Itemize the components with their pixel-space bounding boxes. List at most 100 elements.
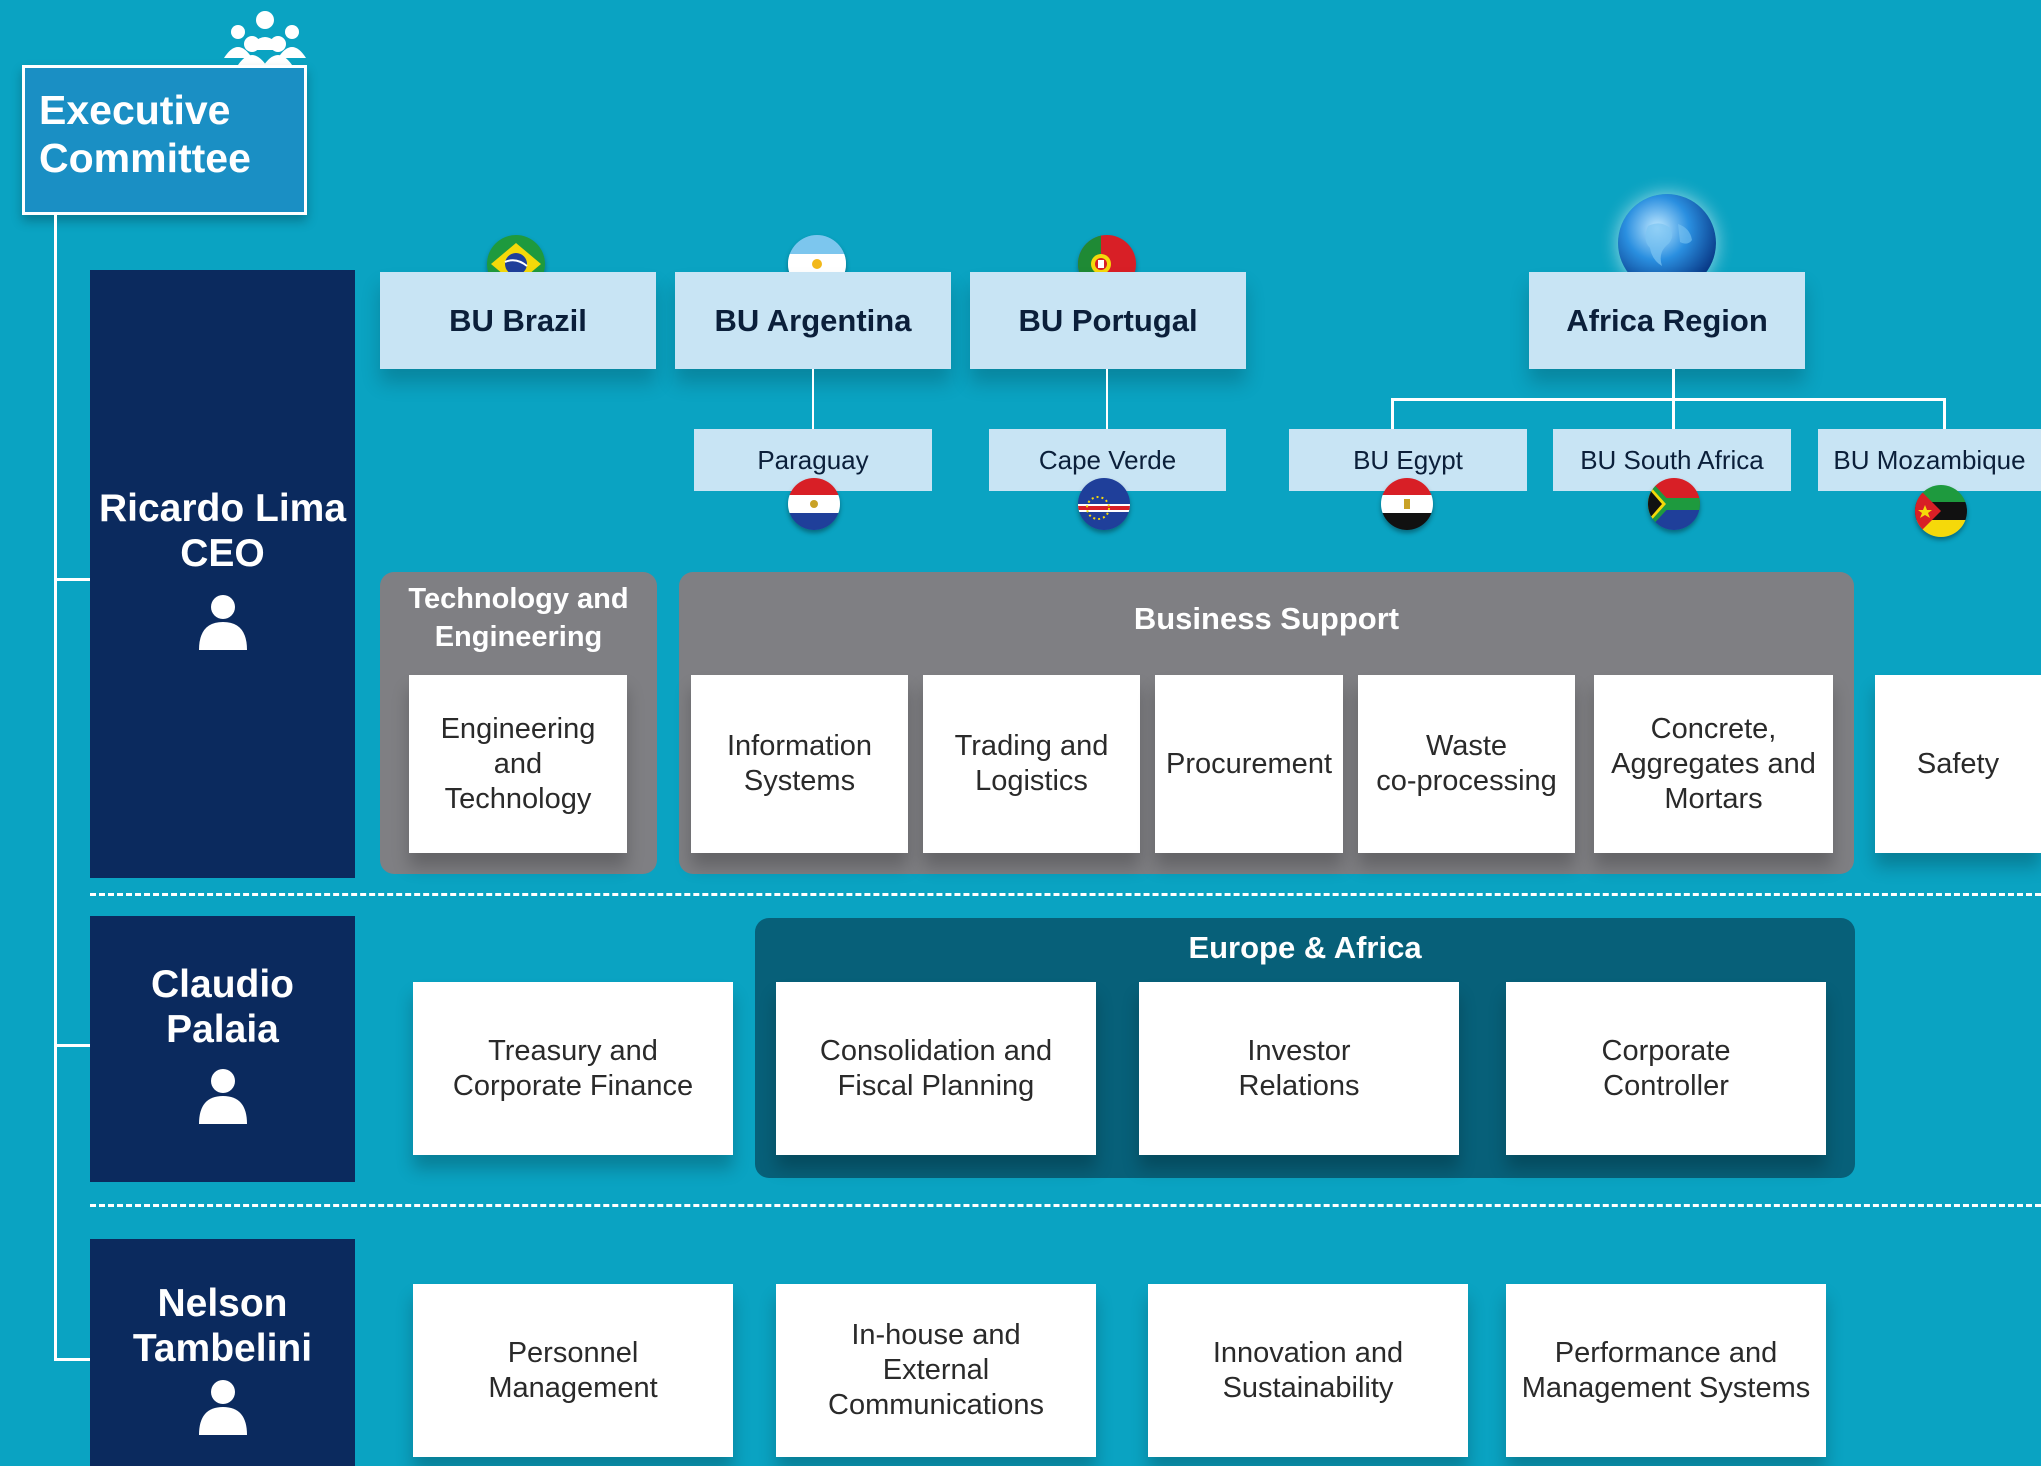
connector-line <box>812 369 814 429</box>
person-column-tambelini: Nelson Tambelini <box>90 1239 355 1466</box>
card-personnel-management: Personnel Management <box>413 1284 733 1457</box>
card-text-line: Procurement <box>1165 747 1332 780</box>
africa-region-box: Africa Region <box>1529 272 1805 369</box>
africa-region-label: Africa Region <box>1566 302 1768 338</box>
bu-portugal-box: BU Portugal <box>970 272 1246 369</box>
sub-egypt-label: BU Egypt <box>1353 444 1463 475</box>
card-text-line: Investor <box>1247 1034 1351 1067</box>
connector-line <box>1391 398 1394 430</box>
person-column-palaia: Claudio Palaia <box>90 916 355 1182</box>
connector-line <box>1106 369 1108 429</box>
executive-title-line2: Committee <box>39 135 251 181</box>
person-role: CEO <box>180 532 265 575</box>
card-text-line: Fiscal Planning <box>837 1069 1035 1102</box>
connector-line <box>1391 398 1946 401</box>
bu-brazil-label: BU Brazil <box>449 302 587 338</box>
card-text-line: Trading and <box>954 730 1109 762</box>
card-performance-systems: Performance and Management Systems <box>1506 1284 1826 1457</box>
card-text-line: Safety <box>1916 747 2000 780</box>
card-investor-relations: Investor Relations <box>1139 982 1459 1155</box>
person-icon <box>198 594 247 660</box>
card-text-line: Controller <box>1603 1069 1729 1102</box>
south-africa-flag-icon <box>1648 478 1700 530</box>
sub-south-africa-label: BU South Africa <box>1580 444 1764 475</box>
executive-title-line1: Executive <box>39 87 231 133</box>
person-icon <box>198 1068 247 1134</box>
card-text-line: Information <box>726 730 873 762</box>
egypt-flag-icon <box>1381 478 1433 530</box>
exec-branch-palaia <box>54 1044 92 1047</box>
business-support-title: Business Support <box>1133 601 1400 636</box>
card-innovation-sustainability: Innovation and Sustainability <box>1148 1284 1468 1457</box>
paraguay-flag-icon <box>788 478 840 530</box>
card-treasury-finance: Treasury and Corporate Finance <box>413 982 733 1155</box>
person-name: Ricardo Lima <box>98 487 347 530</box>
bu-brazil-box: BU Brazil <box>380 272 656 369</box>
card-corporate-controller: Corporate Controller <box>1506 982 1826 1155</box>
card-text-line: Aggregates and <box>1611 747 1816 780</box>
card-consolidation-planning: Consolidation and Fiscal Planning <box>776 982 1096 1155</box>
card-text-line: Management Systems <box>1521 1371 1811 1404</box>
card-trading-logistics: Trading and Logistics <box>923 675 1140 853</box>
bu-argentina-label: BU Argentina <box>714 302 912 338</box>
card-text-line: In-house and <box>851 1319 1021 1351</box>
card-text-line: Treasury and <box>488 1034 658 1067</box>
connector-line <box>1672 398 1675 430</box>
sub-mozambique-box: BU Mozambique <box>1818 429 2041 491</box>
sub-mozambique-label: BU Mozambique <box>1833 444 2026 475</box>
card-text-line: Logistics <box>975 765 1088 797</box>
sub-paraguay-label: Paraguay <box>757 444 869 475</box>
card-text-line: Systems <box>743 765 856 797</box>
card-text-line: Mortars <box>1664 782 1763 815</box>
connector-line <box>1672 369 1675 399</box>
person-name-line2: Palaia <box>166 1008 279 1051</box>
card-text-line: Relations <box>1238 1069 1360 1102</box>
bu-argentina-box: BU Argentina <box>675 272 951 369</box>
card-text-line: Engineering <box>440 712 596 745</box>
card-text-line: External <box>882 1354 990 1386</box>
card-engineering-technology: Engineering and Technology <box>409 675 627 853</box>
card-text-line: Consolidation and <box>819 1034 1053 1067</box>
card-text-line: co-processing <box>1376 765 1557 797</box>
person-name: Nelson <box>157 1282 288 1325</box>
card-information-systems: Information Systems <box>691 675 908 853</box>
person-name-line2: Tambelini <box>132 1327 313 1370</box>
card-text-line: Innovation and <box>1212 1336 1404 1369</box>
card-text-line: Performance and <box>1554 1336 1778 1369</box>
sub-cape-verde-label: Cape Verde <box>1038 444 1177 475</box>
card-text-line: Technology <box>444 782 592 815</box>
card-text-line: Personnel <box>507 1336 639 1369</box>
mozambique-flag-icon <box>1915 485 1967 537</box>
cape-verde-flag-icon <box>1078 478 1130 530</box>
exec-branch-ceo <box>54 578 92 581</box>
card-concrete-aggregates: Concrete, Aggregates and Mortars <box>1594 675 1833 853</box>
sub-cape-verde-box: Cape Verde <box>989 429 1226 491</box>
card-text-line: Management <box>488 1371 658 1404</box>
card-safety: Safety <box>1875 675 2041 853</box>
card-procurement: Procurement <box>1155 675 1343 853</box>
card-text-line: Waste <box>1425 730 1508 762</box>
card-text-line: Concrete, <box>1650 712 1777 745</box>
card-text-line: and <box>493 747 543 780</box>
globe-icon <box>1618 194 1716 292</box>
separator-line <box>90 893 2041 896</box>
separator-line <box>90 1204 2041 1207</box>
exec-vertical-line <box>54 215 57 1361</box>
card-text-line: Communications <box>828 1389 1044 1421</box>
person-column-ceo: Ricardo Lima CEO <box>90 270 355 878</box>
europe-africa-title: Europe & Africa <box>1188 930 1422 965</box>
group-people-icon <box>222 10 308 68</box>
tech-group-title-line2: Engineering <box>434 621 603 653</box>
person-icon <box>198 1379 247 1445</box>
card-communications: In-house and External Communications <box>776 1284 1096 1457</box>
card-text-line: Corporate <box>1601 1034 1731 1067</box>
exec-branch-tambelini <box>54 1358 92 1361</box>
tech-group-title-line1: Technology and <box>408 583 629 615</box>
executive-committee-box: Executive Committee <box>22 65 307 215</box>
card-text-line: Corporate Finance <box>452 1069 694 1102</box>
sub-paraguay-box: Paraguay <box>694 429 932 491</box>
card-text-line: Sustainability <box>1222 1371 1394 1404</box>
person-name: Claudio <box>151 963 294 1006</box>
connector-line <box>1943 398 1946 430</box>
card-waste-coprocessing: Waste co-processing <box>1358 675 1575 853</box>
